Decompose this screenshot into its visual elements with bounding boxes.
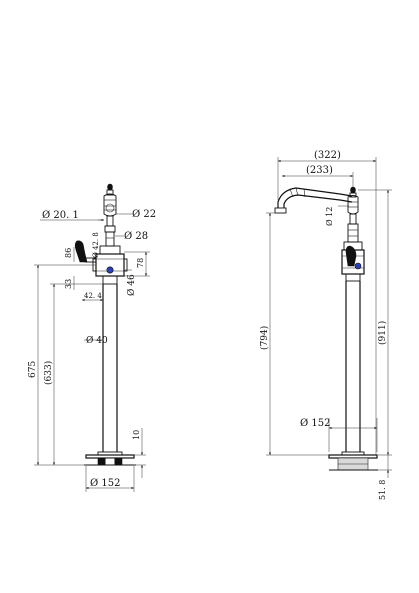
top-handle-icon [103,183,117,217]
dim-h-78: 78 [136,258,145,268]
dim-h-794: (794) [259,326,270,350]
indicator-icon [106,266,114,274]
dim-d-small: Ø 42. 8 [92,232,100,258]
dim-w-42: 42. 4 [84,292,102,300]
front-view [74,183,136,466]
dim-h-10: 10 [132,430,141,440]
dim-d-spout: Ø 12 [325,207,334,226]
dim-d-base: Ø 152 [90,478,120,489]
dim-d-body: Ø 46 [126,274,137,296]
dim-d-stem: Ø 40 [86,335,108,346]
dim-d-base-side: Ø 152 [300,418,330,429]
spout-icon [274,187,353,214]
dim-h-86: 86 [64,248,73,258]
side-lever-icon [345,245,357,267]
dim-h-51: 51. 8 [378,480,387,500]
side-dimensions: (322) (233) Ø 12 (794) (911) Ø 152 51. 8 [259,150,392,500]
lever-handle-icon [74,240,97,263]
front-dimensions: Ø 20. 1 Ø 22 Ø 28 Ø 42. 8 86 78 Ø 46 33 … [28,209,156,492]
dim-d-top: Ø 22 [132,209,156,220]
dim-h-633: (633) [43,361,54,385]
dim-d-mid: Ø 28 [124,231,148,242]
dim-d-handle: Ø 20. 1 [42,210,79,221]
side-view [274,186,378,471]
dim-w-233: (233) [306,165,333,176]
side-indicator-icon [354,262,362,270]
dim-h-911: (911) [377,321,388,345]
dim-w-322: (322) [314,150,341,161]
dim-h-675: 675 [28,361,38,378]
side-top-handle-icon [347,186,359,243]
